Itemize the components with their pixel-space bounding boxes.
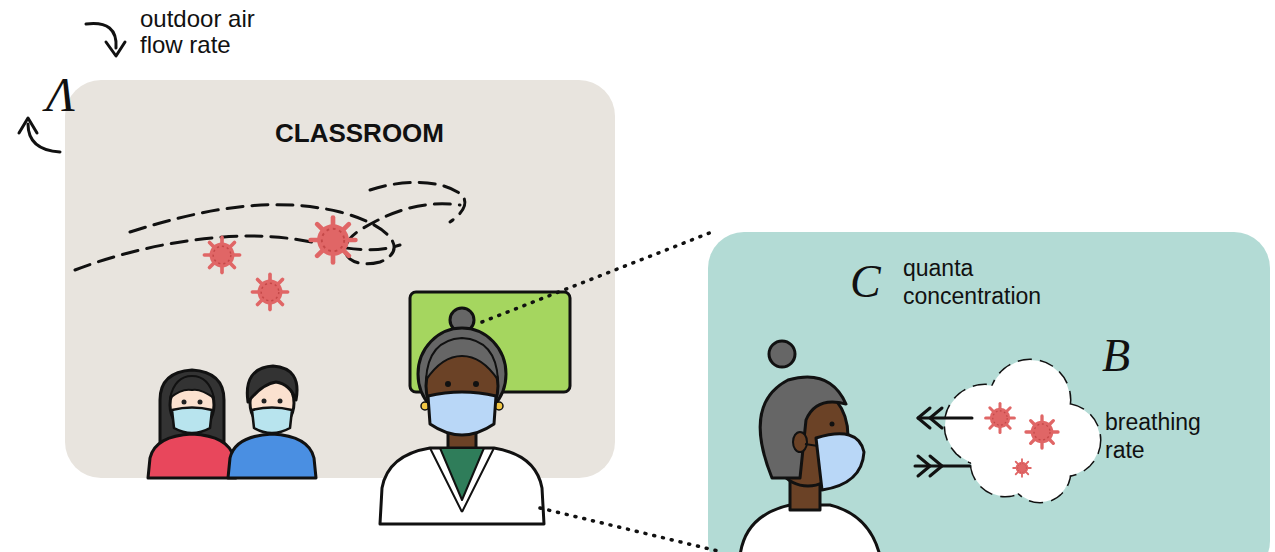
student-girl-part — [160, 370, 224, 445]
zoom-leader-lines — [482, 232, 722, 552]
teacher-part — [473, 381, 479, 387]
teacher-part — [428, 392, 496, 435]
virus-particles-part — [204, 237, 239, 272]
breath-cloud-part — [986, 404, 1015, 433]
teacher-part — [426, 338, 498, 380]
teacher-profile-part — [830, 422, 835, 427]
teacher-part — [495, 402, 503, 410]
zoom-leader-lines-part — [482, 232, 712, 322]
student-boy-part — [278, 399, 283, 404]
breath-arrows-part — [930, 408, 942, 428]
breath-arrows-part — [918, 408, 930, 428]
breath-cloud-part — [1013, 459, 1031, 477]
breath-cloud-part-part — [1028, 404, 1100, 476]
teacher-profile-part — [760, 377, 846, 478]
airflow-arrows-part — [28, 124, 60, 152]
breath-cloud-part-part — [971, 428, 1039, 496]
student-girl-part — [198, 400, 203, 405]
airflow-arrows — [19, 24, 125, 153]
math-symbol: B — [1102, 332, 1152, 380]
room-box: CLASSROOM — [65, 80, 615, 478]
room-title: CLASSROOM — [275, 118, 575, 148]
student-girl — [148, 370, 236, 478]
air-trajectory-part — [75, 236, 400, 270]
student-girl-part — [170, 376, 214, 398]
student-boy-part — [262, 399, 267, 404]
teacher-part — [448, 418, 476, 452]
teacher-profile — [740, 341, 880, 552]
student-boy-part — [247, 366, 297, 402]
airflow-arrows-part — [19, 118, 37, 133]
breath-cloud-part — [945, 360, 1100, 502]
zoom-inset-box: Cquanta concentrationBbreathing rate — [708, 232, 1270, 552]
student-girl-part — [148, 434, 236, 478]
student-boy-part — [228, 434, 316, 478]
teacher-profile-part — [740, 505, 880, 552]
student-girl-part — [172, 408, 212, 434]
breath-arrows — [915, 408, 972, 476]
airflow-arrows-part — [86, 24, 116, 49]
blackboard — [410, 292, 570, 392]
flow-label: outdoor air flow rate — [140, 6, 265, 58]
breath-cloud-part-part — [945, 385, 1025, 465]
virus-particles-part — [252, 274, 287, 309]
student-boy-part — [252, 408, 292, 434]
breath-arrows-part — [930, 456, 942, 476]
quantity-label: quanta concentration — [903, 254, 1053, 310]
air-trajectory-part — [130, 204, 460, 264]
virus-particles — [204, 218, 355, 310]
teacher-profile-part — [769, 341, 795, 367]
breath-arrows-part — [918, 417, 972, 420]
blackboard-part — [410, 292, 570, 392]
teacher-profile-part — [768, 386, 848, 486]
math-symbol: C — [850, 258, 900, 306]
zoom-leader-lines-part — [540, 508, 722, 552]
teacher-profile-part — [816, 434, 864, 490]
teacher-part — [440, 448, 484, 500]
teacher-part — [421, 402, 429, 410]
breath-cloud-part-part — [1010, 442, 1070, 502]
teacher-part — [445, 381, 451, 387]
air-trajectory-part — [370, 182, 465, 222]
breath-arrows-part — [918, 456, 930, 476]
breath-cloud-part — [1026, 416, 1058, 448]
teacher-part — [450, 308, 474, 332]
teacher — [380, 308, 544, 524]
virus-particles-part — [311, 218, 356, 263]
breath-arrows-part — [915, 465, 970, 468]
breath-cloud — [945, 360, 1100, 502]
student-girl-part — [170, 379, 214, 431]
teacher-part — [430, 448, 494, 512]
breath-cloud-part-part — [990, 360, 1070, 440]
breath-cloud-part-part — [1028, 404, 1100, 476]
student-boy-part — [250, 377, 294, 429]
breath-cloud-part-part — [945, 385, 1025, 465]
breath-cloud-part-part — [990, 360, 1070, 440]
teacher-profile-part — [793, 432, 807, 452]
math-symbol: Λ — [46, 70, 106, 120]
quantity-label: breathing rate — [1105, 408, 1235, 464]
teacher-part — [426, 346, 498, 426]
teacher-part — [380, 448, 544, 524]
breath-cloud-part-part — [1010, 442, 1070, 502]
breath-cloud-part-part — [971, 428, 1039, 496]
student-girl-part — [182, 400, 187, 405]
student-boy — [228, 366, 316, 478]
teacher-profile-part — [790, 470, 820, 510]
air-trajectory — [75, 182, 465, 270]
teacher-profile-part — [805, 444, 818, 446]
teacher-part — [418, 328, 506, 420]
breath-cloud-part — [945, 360, 1100, 502]
airflow-arrows-part — [106, 42, 125, 56]
